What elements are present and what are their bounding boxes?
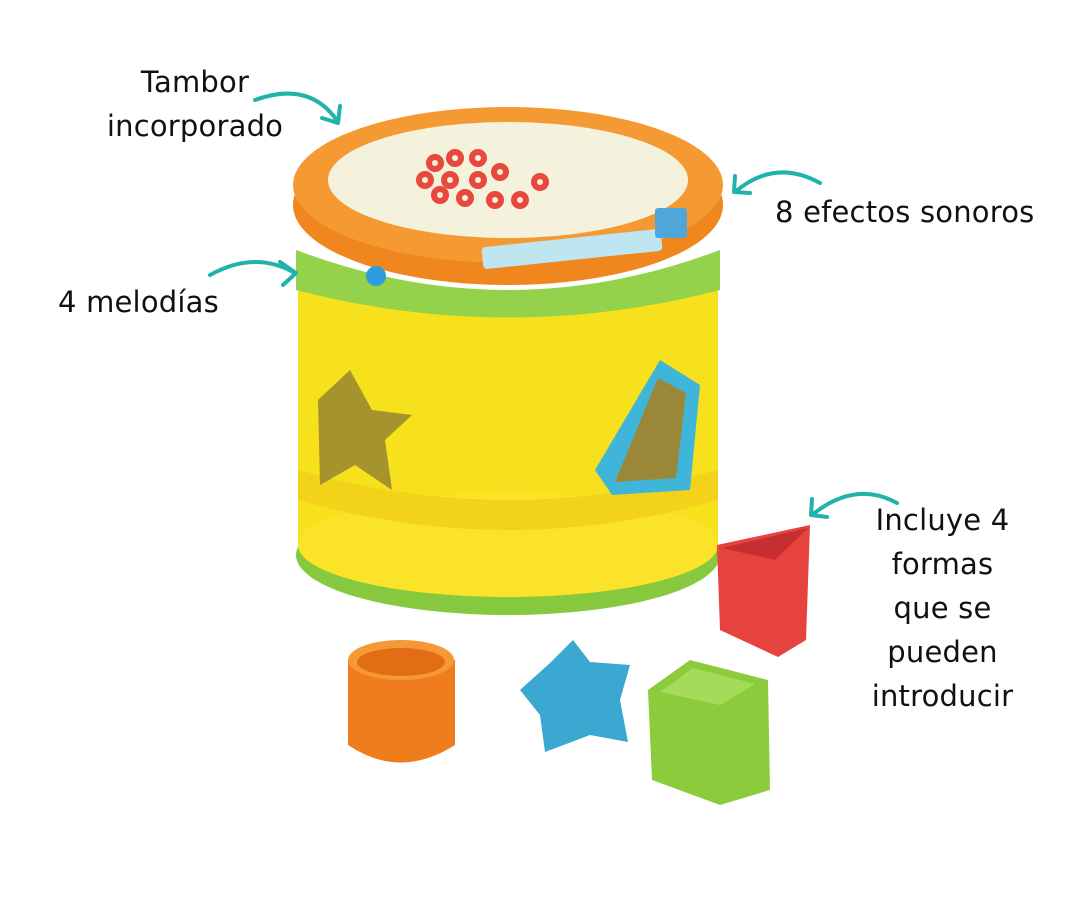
shape-square <box>648 660 770 805</box>
drum-toy <box>293 107 723 615</box>
arrow-shapes-icon <box>809 491 899 519</box>
shape-cylinder <box>348 640 455 763</box>
melody-button <box>366 266 386 286</box>
label-shapes-line: introducir <box>871 679 1014 713</box>
label-drum: Tambor incorporado <box>90 60 300 148</box>
label-shapes-line: pueden <box>887 635 998 669</box>
label-melodies: 4 melodías <box>58 285 219 319</box>
label-drum-line: Tambor <box>140 65 250 99</box>
label-shapes: Incluye 4 formas que se pueden introduci… <box>855 498 1030 718</box>
label-shapes-line: formas <box>891 547 994 581</box>
label-shapes-line: que se <box>893 591 992 625</box>
shape-star <box>520 640 630 752</box>
arrow-melodies-icon <box>208 260 298 287</box>
label-shapes-line: Incluye 4 <box>875 503 1010 537</box>
drum-lights <box>416 149 549 209</box>
label-drum-line: incorporado <box>106 109 284 143</box>
arrow-drum-icon <box>253 91 342 125</box>
label-sounds: 8 efectos sonoros <box>775 195 1035 229</box>
shape-triangle <box>717 525 810 657</box>
arrow-sounds-icon <box>732 170 822 195</box>
